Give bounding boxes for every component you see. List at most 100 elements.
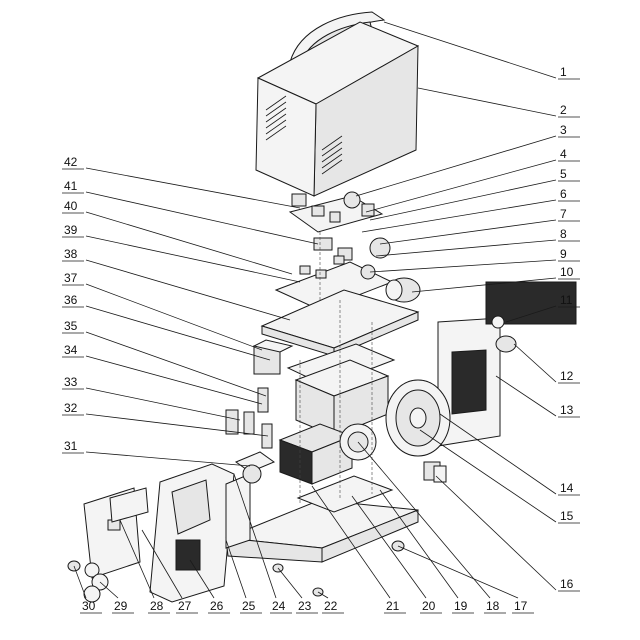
leader-line-8 <box>375 239 557 257</box>
callout-25: 25 <box>242 599 256 613</box>
assembly-guides <box>299 232 373 504</box>
callout-42: 42 <box>64 155 78 169</box>
base-chassis <box>225 473 419 563</box>
vent-slots-left <box>265 95 287 141</box>
leader-line-1 <box>383 21 557 79</box>
small-motor <box>385 277 421 303</box>
callout-13: 13 <box>560 403 574 417</box>
leader-line-9 <box>369 259 557 273</box>
leader-line-13 <box>495 375 557 417</box>
leader-line-42 <box>85 167 301 209</box>
callout-17: 17 <box>514 599 528 613</box>
leader-line-34 <box>85 355 263 405</box>
cooling-fan <box>385 379 451 457</box>
callout-11: 11 <box>560 293 573 307</box>
callout-10: 10 <box>560 265 574 279</box>
leader-line-38 <box>85 259 291 321</box>
terminal-block <box>423 461 447 483</box>
callout-2: 2 <box>560 103 567 117</box>
callout-41: 41 <box>64 179 78 193</box>
top-cover <box>255 21 420 197</box>
small-plate <box>109 487 149 523</box>
leader-line-10 <box>411 277 557 293</box>
leader-line-3 <box>355 135 557 197</box>
leader-line-2 <box>417 87 557 117</box>
callout-15: 15 <box>560 509 574 523</box>
leader-line-29 <box>99 581 119 599</box>
callout-28: 28 <box>150 599 164 613</box>
leader-line-23 <box>277 567 303 599</box>
callout-33: 33 <box>64 375 78 389</box>
callout-19: 19 <box>454 599 468 613</box>
callout-34: 34 <box>64 343 78 357</box>
base-board <box>296 475 394 513</box>
leader-line-27 <box>141 529 183 599</box>
cable-clamp <box>485 281 577 353</box>
leader-line-22 <box>317 591 329 599</box>
callout-16: 16 <box>560 577 574 591</box>
leader-line-35 <box>85 331 267 397</box>
callout-1: 1 <box>560 65 567 79</box>
leader-line-26 <box>189 559 215 599</box>
leader-line-14 <box>439 413 557 495</box>
leader-line-31 <box>85 451 251 467</box>
transformer-block <box>252 339 294 375</box>
leader-line-36 <box>85 305 271 361</box>
leader-line-32 <box>85 413 269 437</box>
leader-line-41 <box>85 191 319 245</box>
leader-line-25 <box>225 539 247 599</box>
leader-line-11 <box>505 305 557 323</box>
callout-27: 27 <box>178 599 192 613</box>
callout-39: 39 <box>64 223 78 237</box>
callout-40: 40 <box>64 199 78 213</box>
leader-line-37 <box>85 283 263 351</box>
leader-line-17 <box>397 545 519 599</box>
callout-29: 29 <box>114 599 128 613</box>
callout-12: 12 <box>560 369 574 383</box>
callout-3: 3 <box>560 123 567 137</box>
callout-31: 31 <box>64 439 78 453</box>
callout-8: 8 <box>560 227 567 241</box>
callout-7: 7 <box>560 207 567 221</box>
callout-21: 21 <box>386 599 400 613</box>
callout-20: 20 <box>422 599 436 613</box>
leader-line-15 <box>419 429 557 523</box>
heatsink-lower <box>278 423 354 485</box>
leader-line-6 <box>361 199 557 233</box>
callout-23: 23 <box>298 599 312 613</box>
leader-line-18 <box>357 441 491 599</box>
leader-line-16 <box>435 475 557 591</box>
callout-35: 35 <box>64 319 78 333</box>
control-board <box>288 191 384 233</box>
front-frame <box>149 463 235 603</box>
callout-30: 30 <box>82 599 96 613</box>
leader-line-4 <box>365 159 557 213</box>
callout-37: 37 <box>64 271 78 285</box>
callout-5: 5 <box>560 167 567 181</box>
leader-line-7 <box>379 219 557 245</box>
leader-line-33 <box>85 387 241 421</box>
power-board <box>274 237 394 311</box>
leader-line-39 <box>85 235 301 283</box>
callout-32: 32 <box>64 401 78 415</box>
brackets <box>225 387 273 449</box>
callout-22: 22 <box>324 599 338 613</box>
leader-line-21 <box>311 485 391 599</box>
callout-26: 26 <box>210 599 224 613</box>
leader-line-19 <box>379 489 459 599</box>
leader-line-30 <box>73 565 87 599</box>
leader-line-5 <box>369 179 557 221</box>
callout-24: 24 <box>272 599 286 613</box>
callout-38: 38 <box>64 247 78 261</box>
back-panel <box>437 317 501 447</box>
callout-4: 4 <box>560 147 567 161</box>
small-fan <box>234 451 276 484</box>
leader-line-20 <box>351 495 427 599</box>
callout-6: 6 <box>560 187 567 201</box>
callout-labels: 1234567891011121314151617181920212223242… <box>62 21 580 614</box>
callout-14: 14 <box>560 481 574 495</box>
callout-9: 9 <box>560 247 567 261</box>
leader-line-28 <box>119 519 155 599</box>
